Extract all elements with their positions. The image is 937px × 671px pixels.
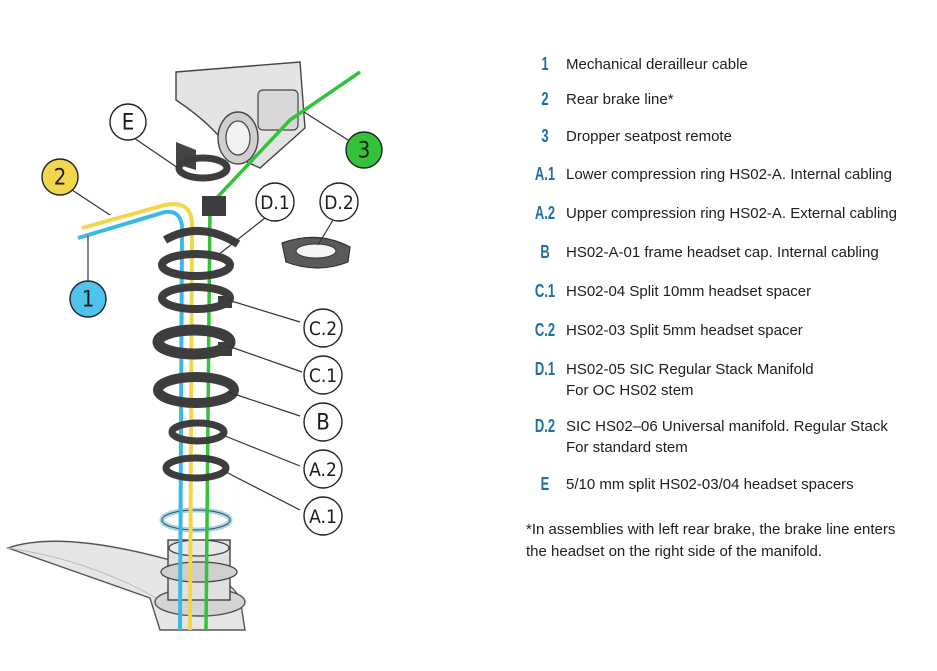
callout-C1-label: C.1 [309,365,337,387]
legend-line: Dropper seatpost remote [566,128,732,145]
parts-stack [152,196,241,482]
legend-code: D.2 [534,416,556,436]
callout-A1-label: A.1 [309,506,337,528]
legend-code: D.1 [534,359,556,379]
callout-E: E [109,103,147,141]
frame-cap-b [153,372,239,408]
legend-line: HS02-05 SIC Regular Stack Manifold [566,361,814,378]
legend-line: 5/10 mm split HS02-03/04 headset spacers [566,476,854,493]
callout-2-label: 2 [54,166,67,191]
leader-lines [71,111,349,511]
legend-description: Lower compression ring HS02-A. Internal … [566,164,892,185]
callout-C2-label: C.2 [309,318,337,340]
legend-row: D.2 SIC HS02–06 Universal manifold. Regu… [524,416,929,474]
callout-3: 3 [345,131,383,169]
legend-row: 3 Dropper seatpost remote [524,126,929,164]
legend-row: 1 Mechanical derailleur cable [524,54,929,89]
legend-row: B HS02-A-01 frame headset cap. Internal … [524,242,929,281]
callout-D2: D.2 [319,182,359,222]
legend-row: E 5/10 mm split HS02-03/04 headset space… [524,474,929,504]
callout-B-label: B [316,411,330,436]
callout-3-label: 3 [358,139,371,164]
legend-line: For standard stem [566,439,688,456]
footnote: *In assemblies with left rear brake, the… [526,519,931,563]
legend-row: A.1 Lower compression ring HS02-A. Inter… [524,164,929,203]
legend-line: HS02-A-01 frame headset cap. Internal ca… [566,244,879,261]
stem [175,61,306,169]
manifold-d2-part [281,236,351,269]
manifold-d1 [163,227,241,248]
brake-line [81,202,195,631]
callouts: 1 2 3 E D.1 D.2 C.2 C.1 B A.2 A.1 [41,103,383,536]
callout-D2-label: D.2 [324,192,353,214]
legend-description: Upper compression ring HS02-A. External … [566,203,897,224]
legend-code: C.1 [534,281,556,301]
callout-E-label: E [122,111,135,136]
derailleur-cable [77,209,185,631]
legend-code: 2 [541,89,549,109]
legend-line: HS02-03 Split 5mm headset spacer [566,322,803,339]
legend-line: SIC HS02–06 Universal manifold. Regular … [566,418,888,435]
spacer-c2-upper [158,250,234,280]
legend-description: Rear brake line* [566,89,674,110]
legend-description: HS02-04 Split 10mm headset spacer [566,281,811,302]
legend-row: D.1 HS02-05 SIC Regular Stack Manifold F… [524,359,929,416]
legend-row: A.2 Upper compression ring HS02-A. Exter… [524,203,929,242]
steerer-tube [159,507,238,601]
legend-description: HS02-05 SIC Regular Stack Manifold For O… [566,359,814,401]
callout-D1-label: D.1 [260,192,289,214]
legend-line: Rear brake line* [566,91,674,108]
legend-description: Dropper seatpost remote [566,126,732,147]
parts-legend: 1 Mechanical derailleur cable 2 Rear bra… [524,54,929,504]
headset-exploded-diagram: 1 2 3 E D.1 D.2 C.2 C.1 B A.2 A.1 [5,61,383,631]
ring-a1 [162,454,230,482]
callout-1: 1 [69,280,107,318]
legend-line: For OC HS02 stem [566,382,694,399]
legend-description: Mechanical derailleur cable [566,54,748,75]
legend-description: HS02-03 Split 5mm headset spacer [566,320,803,341]
legend-description: 5/10 mm split HS02-03/04 headset spacers [566,474,854,495]
dropper-remote [204,70,361,631]
ring-a2 [168,419,228,445]
legend-code: 1 [541,54,549,74]
callout-2: 2 [41,158,79,196]
callout-C1: C.1 [303,355,343,395]
legend-line: Upper compression ring HS02-A. External … [566,205,897,222]
spacer-e-part [175,142,231,182]
footnote-line: *In assemblies with left rear brake, the… [526,521,896,538]
legend-description: SIC HS02–06 Universal manifold. Regular … [566,416,888,458]
callout-D1: D.1 [255,182,295,222]
footnote-line: the headset on the right side of the man… [526,543,823,560]
callout-B: B [303,402,343,442]
legend-line: Mechanical derailleur cable [566,56,748,73]
legend-code: B [540,242,550,262]
legend-code: C.2 [534,320,556,340]
callout-A2-label: A.2 [309,459,337,481]
legend-code: E [540,474,550,494]
callout-A2: A.2 [303,449,343,489]
legend-code: A.1 [534,164,556,184]
callout-1-label: 1 [82,288,95,313]
legend-row: C.2 HS02-03 Split 5mm headset spacer [524,320,929,359]
legend-row: C.1 HS02-04 Split 10mm headset spacer [524,281,929,320]
legend-code: 3 [541,126,549,146]
legend-line: HS02-04 Split 10mm headset spacer [566,283,812,300]
legend-description: HS02-A-01 frame headset cap. Internal ca… [566,242,879,263]
cables [77,70,361,631]
legend-code: A.2 [534,203,556,223]
callout-A1: A.1 [303,496,343,536]
legend-line: Lower compression ring HS02-A. Internal … [566,166,892,183]
legend-row: 2 Rear brake line* [524,89,929,126]
callout-C2: C.2 [303,308,343,348]
